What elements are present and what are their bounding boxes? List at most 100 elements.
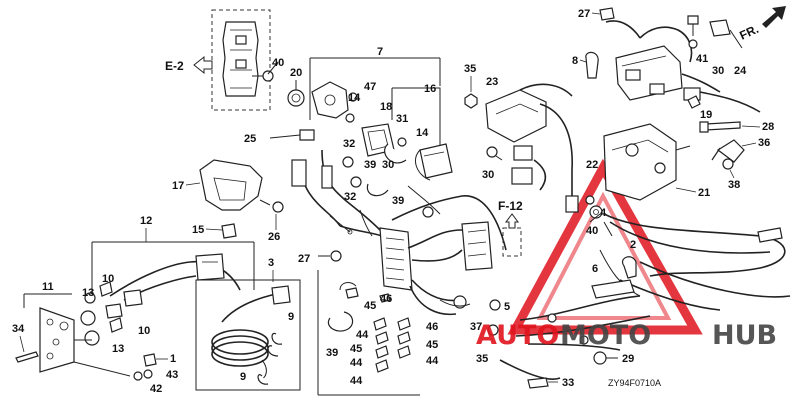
label-14a: 14 [348,92,361,104]
label-38: 38 [728,179,740,191]
label-45b: 45 [350,343,362,355]
label-25: 25 [244,133,256,145]
bolt-27b [318,250,342,262]
e2-ref-label: E-2 [165,59,184,73]
diagram-code: ZY94F0710A [608,378,661,388]
connector-24 [709,19,743,49]
watermark-moto: MOTO [560,320,651,351]
label-11: 11 [42,281,54,293]
bolt-26 [259,199,284,213]
label-30a: 30 [712,65,724,77]
label-27b: 27 [298,253,310,265]
label-4: 4 [600,207,607,219]
label-22: 22 [586,159,598,171]
bolt-40 [252,70,274,82]
label-12: 12 [140,215,152,227]
grommets-13 [80,292,100,346]
label-32b: 32 [344,191,356,203]
label-20: 20 [290,67,302,79]
fr-arrow-icon [762,6,786,28]
relay-box-16 [419,143,453,179]
label-43: 43 [166,369,178,381]
watermark-triangle [507,158,703,335]
bracket-7 [311,81,349,119]
terminal-33 [527,377,549,389]
label-6: 6 [592,263,598,275]
label-9b: 9 [240,371,246,383]
bolt-29 [593,351,618,365]
label-1: 1 [170,353,176,365]
label-41: 41 [696,53,708,65]
sensor-36 [716,139,745,170]
fr-indicator: FR. [737,6,786,43]
screw-14a [345,113,355,123]
harness-3 [211,285,291,381]
label-10b: 10 [138,325,150,337]
label-15: 15 [192,224,204,236]
label-30b: 30 [482,169,494,181]
e2-reference: E-2 [165,55,213,75]
clip-15 [221,223,237,239]
bolt-25 [269,129,315,141]
grommet-20 [287,89,305,107]
label-14b: 14 [416,127,429,139]
label-39c: 39 [326,347,338,359]
label-2: 2 [630,239,636,251]
e2-connector-block [211,9,271,111]
label-34: 34 [12,323,25,335]
label-26: 26 [268,231,280,243]
nut-35a [464,93,478,109]
label-44c: 44 [426,355,439,367]
watermark-triangle-inner [536,191,672,320]
label-23: 23 [486,76,498,88]
switch-harness-12 [105,253,241,319]
grommet-22 [585,195,595,205]
label-35b: 35 [476,353,488,365]
label-13b: 13 [112,343,124,355]
label-8: 8 [572,55,578,67]
label-5: 5 [504,301,510,313]
label-32a: 32 [343,138,355,150]
washer-42 [133,371,143,381]
label-13a: 13 [82,287,94,299]
label-31: 31 [396,113,408,125]
label-33: 33 [562,377,574,389]
battery-cables [599,213,791,311]
label-27a: 27 [578,8,590,20]
label-3: 3 [268,257,274,269]
bolt-28 [699,121,741,133]
label-42: 42 [150,383,162,395]
label-40b: 40 [272,57,284,69]
cap-1 [143,353,157,367]
screw-14b [397,137,407,147]
label-24: 24 [734,65,747,77]
f12-ref-label: F-12 [498,199,523,213]
terminal-38 [711,147,721,161]
label-45a: 45 [364,300,376,312]
label-37: 37 [470,321,482,333]
label-36: 36 [758,137,770,149]
label-9a: 9 [288,311,294,323]
label-30-mid: 30 [382,159,394,171]
label-18: 18 [380,101,392,113]
watermark-auto: AUTO [476,320,559,351]
label-10a: 10 [102,273,114,285]
label-44a: 44 [356,329,369,341]
clip-9a [267,332,283,357]
cap-8 [585,51,599,79]
label-29: 29 [622,353,634,365]
nut-35b [487,299,501,336]
bolt-41-top [687,15,699,49]
label-44b: 44 [350,357,363,369]
clip-9b [257,374,269,385]
label-35a: 35 [464,63,476,75]
terminal-19 [687,95,701,109]
label-46a: 46 [380,293,392,305]
label-16: 16 [424,83,436,95]
watermark-hub: HUB [712,320,777,351]
ignition-coil-23 [485,83,579,213]
label-7: 7 [377,46,383,58]
plugs-10 [99,281,123,333]
label-45c: 45 [426,339,438,351]
